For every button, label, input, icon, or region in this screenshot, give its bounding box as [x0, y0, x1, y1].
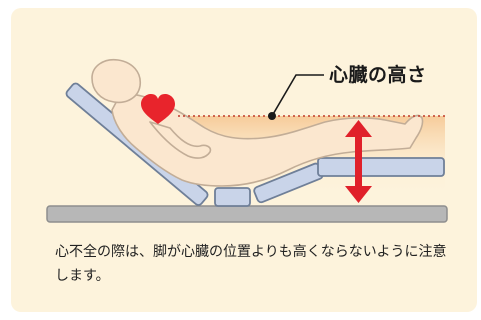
bed-leg-panel [317, 157, 445, 177]
double-arrow-icon [345, 120, 372, 203]
caption-text: 心不全の際は、脚が心臓の位置よりも高くならないように注意します。 [55, 244, 447, 284]
heart-height-label: 心臓の高さ [329, 64, 427, 86]
heart-icon [141, 94, 175, 124]
bed-base [46, 205, 448, 223]
label-leader-line [271, 74, 324, 117]
label-leader-dot [268, 112, 276, 120]
bed-seat [214, 187, 251, 207]
patient-figure [91, 58, 424, 187]
